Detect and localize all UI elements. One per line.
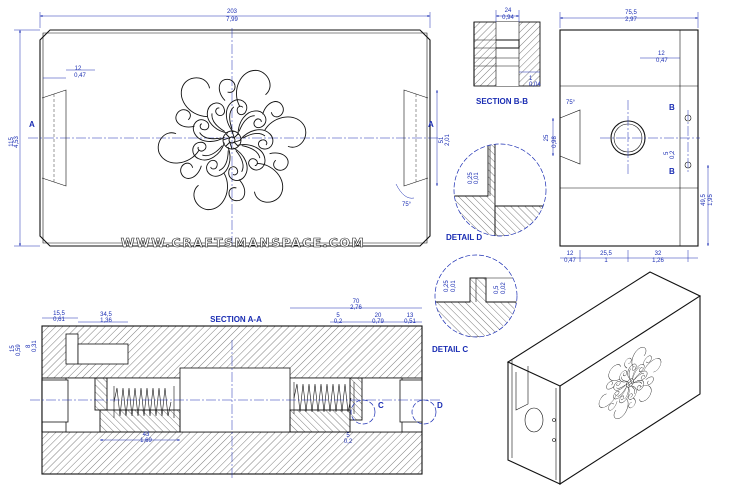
dim-sa-height2-in: 0,31 [32, 340, 38, 352]
dim-detail-d: 0,25 [468, 172, 474, 184]
dim-detail-c2-in: 0,02 [501, 282, 507, 294]
dim-side-width-in: 2,97 [625, 17, 637, 23]
section-marker-b-bottom: B [669, 167, 675, 176]
dim-sa-r3: 13 [407, 313, 414, 319]
dim-side-top: 12 [658, 51, 665, 57]
detail-c-marker: C [378, 401, 384, 410]
top-view: 203 7,99 115 4,53 12 0,47 51 2,01 75° A … [9, 9, 451, 250]
isometric-view [506, 271, 702, 486]
iso-bolt-hole [524, 407, 544, 433]
section-marker-a-left: A [29, 120, 35, 129]
section-bb-title: SECTION B-B [476, 97, 528, 106]
detail-d-marker: D [437, 401, 443, 410]
dim-side-b3-in: 1,26 [652, 258, 664, 264]
dim-bb-width: 24 [505, 8, 512, 14]
dim-sa-r1-in: 0,2 [334, 319, 343, 325]
dim-side-width: 75,5 [625, 10, 637, 16]
dim-detail-c2: 0,5 [494, 285, 500, 294]
detail-c-marker-circle [350, 399, 376, 425]
dim-side-hole-height-in: 0,98 [552, 136, 558, 148]
detail-d-title: DETAIL D [446, 233, 482, 242]
dim-detail-d-in: 0,01 [474, 172, 480, 184]
dim-top-angle: 75° [402, 202, 412, 208]
dim-detail-c1-in: 0,01 [451, 280, 457, 292]
dim-side-right-height-in: 1,95 [708, 194, 714, 206]
dim-sa-r2-in: 0,79 [372, 319, 384, 325]
dim-sa-r3-in: 0,51 [404, 319, 416, 325]
dim-top-height-in: 4,53 [14, 136, 20, 148]
dim-sa-left2: 34,5 [100, 312, 112, 318]
dim-side-pin: 5 [664, 151, 670, 155]
dim-top-inset: 12 [75, 66, 82, 72]
section-aa-view: SECTION A-A 15,5 0,61 34,5 1,36 15 [10, 299, 443, 478]
detail-c-title: DETAIL C [432, 345, 468, 354]
dim-side-right-height: 49,5 [701, 194, 707, 206]
dim-side-b2-in: 1 [604, 258, 608, 264]
dim-side-b2: 25,5 [600, 251, 612, 257]
dim-sa-r1: 5 [336, 313, 340, 319]
iso-floral-carving [598, 333, 662, 432]
dim-sa-spring: 43 [143, 432, 150, 438]
dim-top-slot-height-in: 2,01 [445, 134, 451, 146]
dim-sa-left-in: 0,61 [53, 317, 65, 323]
dim-sa-left: 15,5 [53, 311, 65, 317]
dim-sa-small-in: 0,2 [344, 439, 353, 445]
dim-top-width-in: 7,99 [226, 17, 238, 23]
detail-c-view: 0,25 0,01 0,5 0,02 DETAIL C [432, 254, 518, 354]
dim-side-pin-in: 0,2 [670, 150, 676, 159]
dim-sa-spring-in: 1,69 [140, 438, 152, 444]
dim-top-height: 115 [9, 137, 15, 147]
section-marker-b-top: B [669, 103, 675, 112]
dim-sa-mid: 70 [353, 299, 360, 305]
dim-sa-small: 5 [346, 433, 350, 439]
detail-d-view: 0,25 0,01 DETAIL D [446, 143, 547, 242]
dim-side-b1: 12 [567, 251, 574, 257]
dim-top-slot-height: 51 [439, 136, 445, 143]
dim-sa-left2-in: 1,36 [100, 318, 112, 324]
watermark-url: WWW.CRAFTSMANSPACE.COM [121, 235, 365, 250]
detail-d-marker-circle [411, 399, 437, 425]
section-marker-a-right: A [428, 120, 434, 129]
dim-side-top-in: 0,47 [656, 58, 668, 64]
dim-sa-r2: 20 [375, 313, 382, 319]
dim-bb-step: 1 [529, 76, 533, 82]
dim-top-width: 203 [227, 9, 238, 15]
section-bb-view: 24 0,94 1 0,04 SECTION B-B [473, 8, 541, 106]
dim-sa-height-in: 0,59 [16, 344, 22, 356]
dim-top-inset-in: 0,47 [74, 73, 86, 79]
dim-detail-c1: 0,25 [444, 280, 450, 292]
dim-side-hole-height: 25 [544, 134, 550, 141]
section-aa-title: SECTION A-A [210, 315, 262, 324]
dim-bb-width-in: 0,94 [502, 15, 514, 21]
dim-sa-mid-in: 2,76 [350, 305, 362, 311]
dim-sa-height: 15 [10, 345, 16, 352]
dim-side-b1-in: 0,47 [564, 258, 576, 264]
dim-side-angle: 75° [566, 100, 576, 106]
side-view: B B 75,5 2,97 12 0,47 25 0,98 75° 5 0,2 … [544, 10, 714, 264]
dim-side-b3: 32 [655, 251, 662, 257]
dim-sa-height2: 8 [26, 344, 32, 348]
dim-bb-step-in: 0,04 [529, 82, 541, 88]
